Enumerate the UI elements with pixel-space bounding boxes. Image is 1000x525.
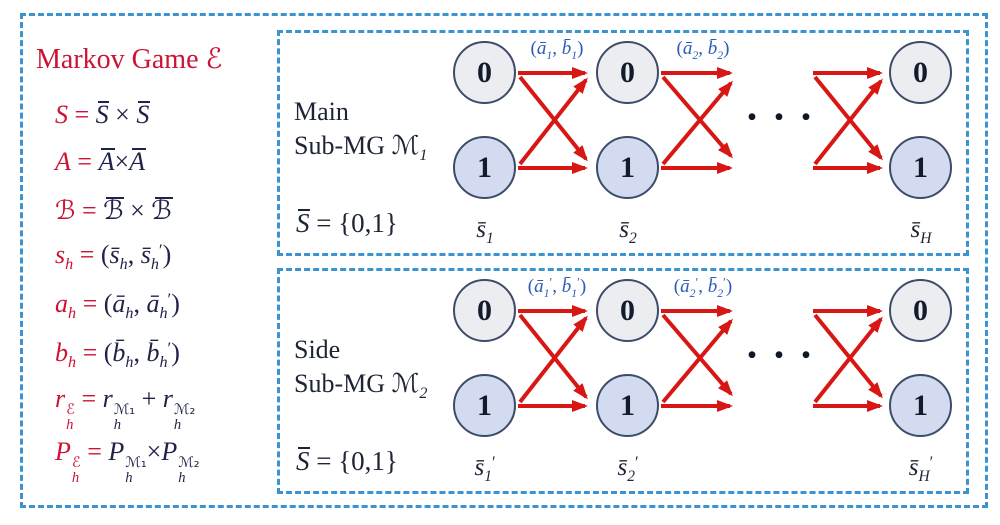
side-submg-label: Side Sub-MG ℳ2 [294,333,428,403]
side-node-s2-1: 1 [596,374,659,437]
main-submg-label: Main Sub-MG ℳ1 [294,95,428,165]
side-node-sH-1: 1 [889,374,952,437]
main-submg-label-line1: Main [294,97,349,126]
side-ellipsis: • • • [747,342,817,369]
main-node-s1-1: 1 [453,136,516,199]
side-submg-label-line1: Side [294,335,341,364]
arrow-segment-2 [661,305,733,412]
side-node-s1-0: 0 [453,279,516,342]
arrow-segment-2 [661,67,733,174]
side-node-s2-0: 0 [596,279,659,342]
markov-game-title: Markov Game ℰ [36,42,223,75]
side-column-label-sH: s̄H′ [908,452,934,485]
main-node-sH-1: 1 [889,136,952,199]
equation-action-pair-b: bh = (b̄h, b̄h′) [55,338,180,372]
equation-state-space: S = S × S [55,100,150,129]
main-column-label-s1: s̄1 [476,216,494,247]
main-action-label-1: (ā1, b̄1) [530,38,584,62]
markov-game-outer-box [20,13,988,508]
side-node-sH-0: 0 [889,279,952,342]
side-node-s1-1: 1 [453,374,516,437]
main-action-label-2: (ā2, b̄2) [676,38,730,62]
main-column-label-s2: s̄2 [619,216,637,247]
main-node-s2-1: 1 [596,136,659,199]
side-submg-label-line2: Sub-MG ℳ2 [294,369,428,403]
main-submg-box: Main Sub-MG ℳ1 S = {0,1} 0 1 0 1 0 1 s̄1… [277,30,969,256]
main-node-s1-0: 0 [453,41,516,104]
main-node-s2-0: 0 [596,41,659,104]
equation-action-pair-a: ah = (āh, āh′) [55,289,180,323]
main-submg-label-line2: Sub-MG ℳ1 [294,131,428,165]
equation-action-space-b: ℬ = ℬ × ℬ [55,196,173,226]
side-column-label-s2: s̄2′ [617,452,639,485]
main-ellipsis: • • • [747,104,817,131]
arrow-segment-3 [813,305,883,412]
side-column-label-s1: s̄1′ [474,452,496,485]
side-transition-arrows [518,305,883,412]
arrow-segment-3 [813,67,883,174]
main-node-sH-0: 0 [889,41,952,104]
side-action-label-1: (ā1′, b̄1′) [527,275,587,300]
arrow-segment-1 [518,305,588,412]
side-submg-box: Side Sub-MG ℳ2 S = {0,1} 0 1 0 1 0 1 s̄1… [277,268,969,494]
main-column-label-sH: s̄H [910,216,932,247]
arrow-segment-1 [518,67,588,174]
side-state-space: S = {0,1} [296,446,398,476]
equation-action-space-a: A = A×A [55,147,146,176]
main-transition-arrows [518,67,883,174]
main-state-space: S = {0,1} [296,208,398,238]
side-action-label-2: (ā2′, b̄2′) [673,275,733,300]
equation-state-pair: sh = (s̄h, s̄h′) [55,240,172,274]
